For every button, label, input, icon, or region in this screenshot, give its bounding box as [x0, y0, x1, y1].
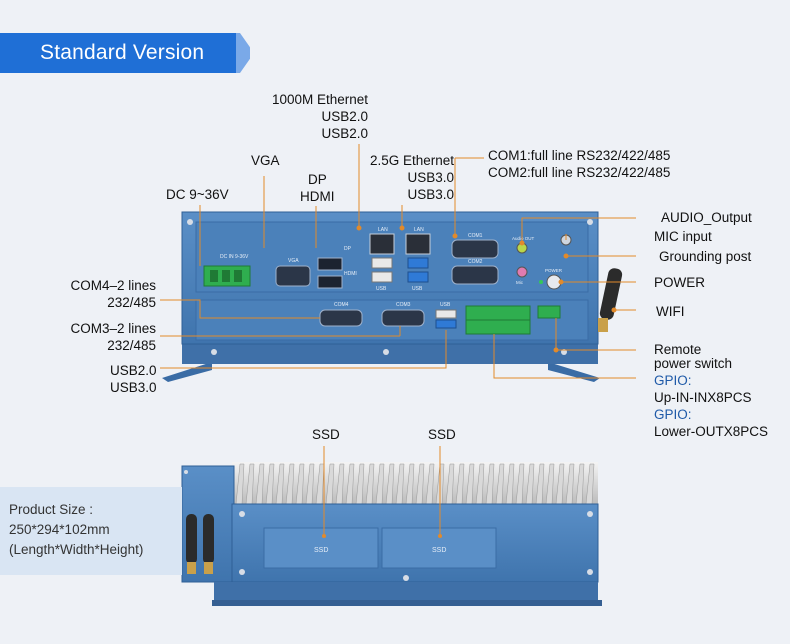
label-usb20-top-a: USB2.0: [321, 109, 368, 124]
label-ssd-2: SSD: [428, 427, 456, 442]
label-dp: DP: [308, 172, 327, 187]
label-gpio-in: Up-IN-INX8PCS: [654, 390, 752, 405]
com2-port: [451, 265, 499, 285]
mic-jack: [516, 266, 528, 278]
panel-lan2-label: LAN: [414, 227, 424, 233]
leader-lines: [160, 144, 636, 379]
screw: [187, 219, 193, 225]
panel-com1-label: COM1: [468, 233, 483, 239]
left-foot: [162, 362, 212, 382]
ssd-cover-label-2: SSD: [432, 547, 446, 554]
label-mic-input: MIC input: [654, 229, 712, 244]
panel-dc-label: DC IN 9-36V: [220, 254, 249, 260]
product-size-box: Product Size : 250*294*102mm (Length*Wid…: [0, 487, 182, 575]
panel-com2-label: COM2: [468, 259, 483, 265]
lan-port-2: [405, 233, 431, 255]
heatsink-fins: [232, 462, 598, 506]
label-power-switch: power switch: [654, 356, 733, 371]
label-usb20-top-b: USB2.0: [321, 126, 368, 141]
label-com2: COM2:full line RS232/422/485: [488, 165, 671, 180]
remote-switch-terminal: [537, 305, 561, 319]
panel-audio-label: Audio OUT: [512, 236, 535, 241]
product-size-dims: (Length*Width*Height): [9, 542, 144, 557]
dp-port: [317, 257, 343, 271]
screw: [383, 349, 389, 355]
lan-port-1: [369, 233, 395, 255]
usb2-port: [371, 257, 393, 269]
ssd-cover-1: [263, 527, 379, 569]
panel-usb3-label: USB: [440, 302, 451, 308]
label-vga: VGA: [251, 153, 280, 168]
banner-shape: [0, 33, 250, 73]
label-wifi: WIFI: [656, 304, 685, 319]
label-com4-a: COM4–2 lines: [70, 278, 156, 293]
label-ssd-1: SSD: [312, 427, 340, 442]
label-gpio-2: GPIO:: [654, 407, 692, 422]
label-usb30-bottom: USB3.0: [110, 380, 157, 395]
label-usb30-top-b: USB3.0: [407, 187, 454, 202]
label-25g-ethernet: 2.5G Ethernet: [369, 153, 454, 168]
label-gpio-out: Lower-OUTX8PCS: [654, 424, 769, 439]
com3-port: [381, 309, 425, 327]
product-size-title: Product Size :: [9, 502, 94, 517]
panel-lan1-label: LAN: [378, 227, 388, 233]
panel-power-label: POWER: [545, 268, 563, 273]
com4-port: [319, 309, 363, 327]
panel-usb1-label: USB: [376, 286, 387, 292]
version-banner: Standard Version: [0, 33, 250, 73]
back-antennas: [186, 514, 214, 574]
banner-title: Standard Version: [40, 41, 205, 64]
product-size-value: 250*294*102mm: [9, 522, 110, 537]
label-grounding-post: Grounding post: [659, 249, 752, 264]
label-usb20-bottom: USB2.0: [110, 363, 157, 378]
panel-com4-label: COM4: [334, 302, 349, 308]
right-foot: [548, 362, 600, 382]
ssd-cover-label-1: SSD: [314, 547, 328, 554]
panel-hdmi-label: HDMI: [344, 271, 357, 277]
label-gpio-1: GPIO:: [654, 373, 692, 388]
label-com3-b: 232/485: [107, 338, 156, 353]
vga-port: [275, 265, 311, 287]
label-usb30-top-a: USB3.0: [407, 170, 454, 185]
back-device: SSD SSD: [181, 446, 602, 606]
front-device: DC IN 9-36V VGA DP HDMI LAN LAN USB USB …: [162, 211, 623, 382]
panel-usb2-label: USB: [412, 286, 423, 292]
label-1000m-ethernet: 1000M Ethernet: [271, 92, 368, 107]
label-com3-a: COM3–2 lines: [70, 321, 156, 336]
label-com1: COM1:full line RS232/422/485: [488, 148, 671, 163]
usb2-port: [371, 271, 393, 283]
panel-com3-label: COM3: [396, 302, 411, 308]
panel-mic-label: Mic: [516, 280, 524, 285]
panel-vga-label: VGA: [288, 258, 299, 264]
wifi-antenna: [598, 268, 623, 332]
usb3-port: [407, 257, 429, 269]
power-led: [539, 280, 543, 284]
usb2-port-lower: [435, 309, 457, 319]
usb3-port-lower: [435, 319, 457, 329]
screw: [587, 219, 593, 225]
back-base: [214, 582, 598, 604]
label-hdmi: HDMI: [300, 189, 335, 204]
label-com4-b: 232/485: [107, 295, 156, 310]
com1-port: [451, 239, 499, 259]
hdmi-port: [317, 275, 343, 289]
label-remote: Remote: [654, 342, 702, 357]
label-dc: DC 9~36V: [166, 187, 229, 202]
panel-dp-label: DP: [344, 246, 352, 252]
screw: [211, 349, 217, 355]
label-power: POWER: [654, 275, 706, 290]
label-audio-output: AUDIO_Output: [661, 210, 752, 225]
usb3-port: [407, 271, 429, 283]
